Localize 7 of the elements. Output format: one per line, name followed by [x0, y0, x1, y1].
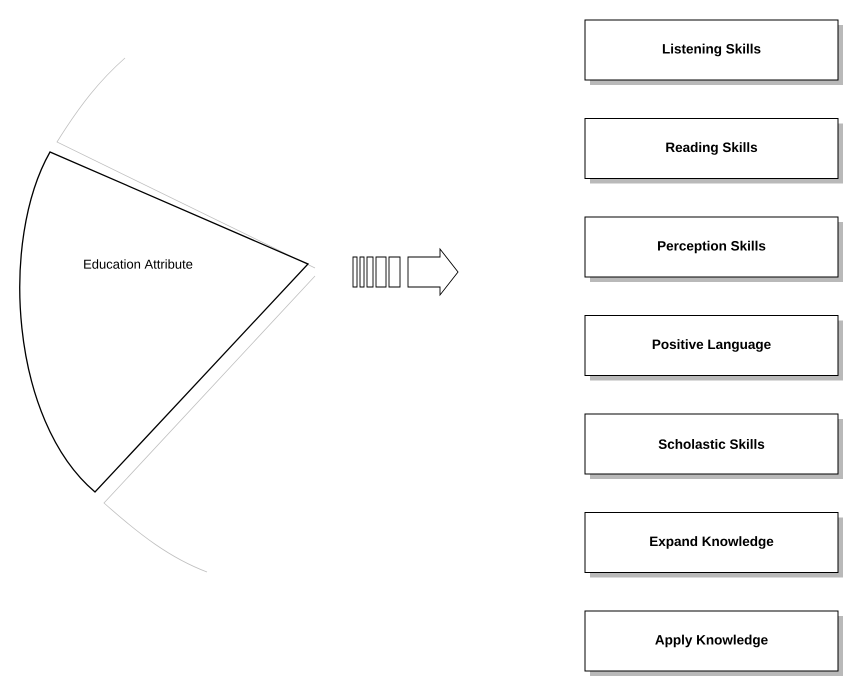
skill-box: Apply Knowledge [584, 610, 843, 676]
skill-box: Scholastic Skills [584, 414, 843, 479]
skill-box: Listening Skills [584, 20, 843, 85]
skill-box: Reading Skills [584, 118, 843, 184]
skill-box: Expand Knowledge [584, 512, 843, 578]
skill-box: Positive Language [584, 315, 843, 380]
skill-box: Perception Skills [584, 216, 843, 282]
